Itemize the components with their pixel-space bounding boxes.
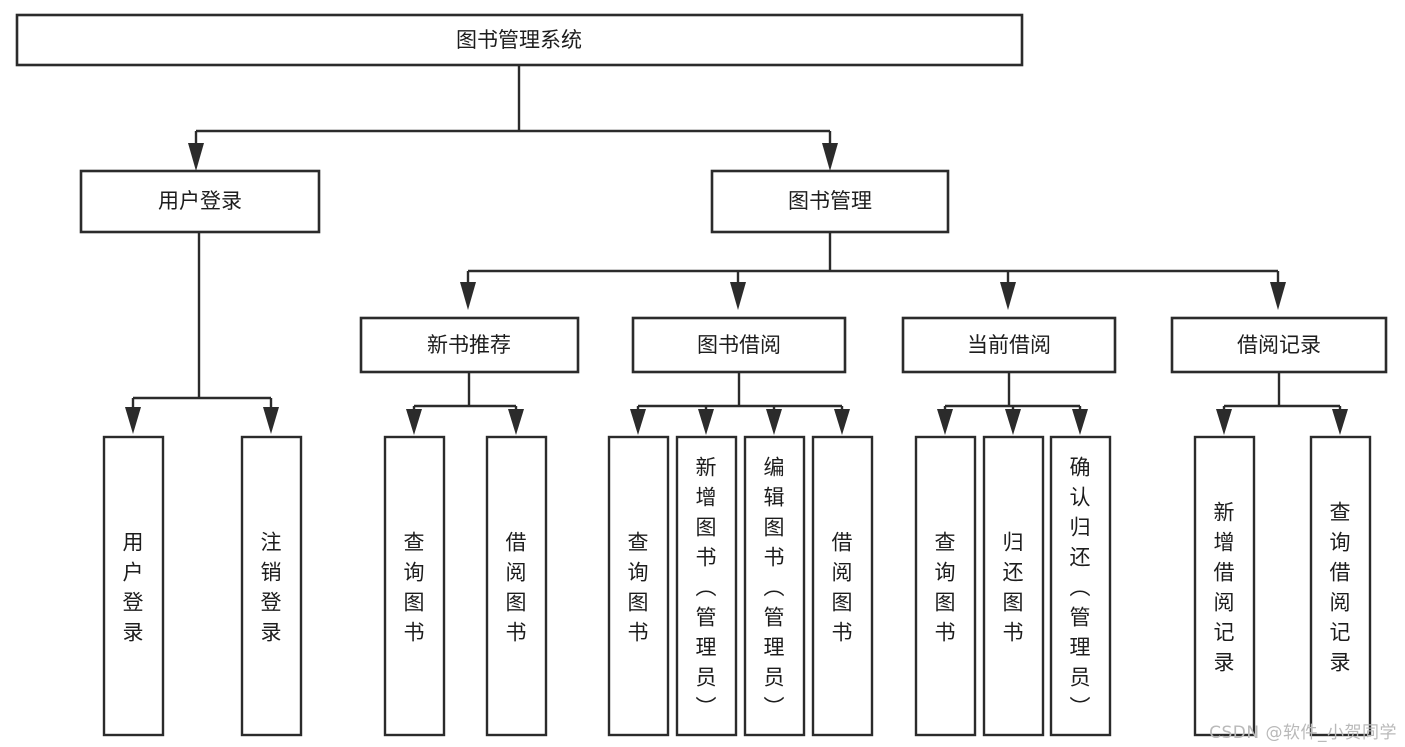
- node-leaf-logout-label: 注销登录: [261, 530, 282, 644]
- arrow-head-leaf-add-book: [698, 409, 714, 435]
- arrow-head-leaf-return-book: [1005, 409, 1021, 435]
- node-root-box[interactable]: [15, 13, 1024, 67]
- node-leaf-borrow-book-2-label: 借阅图书: [832, 530, 853, 644]
- node-leaf-confirm-return[interactable]: 确认归还︵管理员︶: [1049, 435, 1112, 737]
- node-leaf-add-record-box[interactable]: [1193, 435, 1256, 737]
- arrow-head-book-borrow: [730, 282, 746, 310]
- node-leaf-query-book-1-label: 查询图书: [404, 530, 425, 644]
- arrow-head-leaf-user-login: [125, 407, 141, 434]
- node-leaf-add-book[interactable]: 新增图书︵管理员︶: [675, 435, 738, 737]
- node-leaf-query-record-label: 查询借阅记录: [1330, 500, 1351, 674]
- node-leaf-return-book-box[interactable]: [982, 435, 1045, 737]
- node-leaf-borrow-book-1-box[interactable]: [485, 435, 548, 737]
- node-leaf-logout[interactable]: 注销登录: [240, 435, 303, 737]
- node-leaf-user-login[interactable]: 用户登录: [102, 435, 165, 737]
- arrow-head-leaf-query-book-2: [630, 409, 646, 435]
- node-borrow-record-box[interactable]: [1170, 316, 1388, 374]
- node-current-borrow-label: 当前借阅: [967, 333, 1051, 357]
- arrow-head-borrow-record: [1270, 282, 1286, 310]
- node-leaf-query-record-box[interactable]: [1309, 435, 1372, 737]
- arrow-head-leaf-query-record: [1332, 409, 1348, 435]
- arrow-head-leaf-add-record: [1216, 409, 1232, 435]
- node-new-book-recommend[interactable]: 新书推荐: [359, 316, 580, 374]
- node-leaf-borrow-book-1-label: 借阅图书: [506, 530, 527, 644]
- arrow-head-leaf-query-book-1: [406, 409, 422, 435]
- node-book-manage-box[interactable]: [710, 169, 950, 234]
- node-leaf-logout-box[interactable]: [240, 435, 303, 737]
- node-user-login[interactable]: 用户登录: [79, 169, 321, 234]
- node-leaf-edit-book-box[interactable]: [743, 435, 806, 737]
- node-leaf-query-book-3-box[interactable]: [914, 435, 977, 737]
- node-current-borrow-box[interactable]: [901, 316, 1117, 374]
- node-book-manage[interactable]: 图书管理: [710, 169, 950, 234]
- node-leaf-query-record[interactable]: 查询借阅记录: [1309, 435, 1372, 737]
- node-leaf-edit-book[interactable]: 编辑图书︵管理员︶: [743, 435, 806, 737]
- node-leaf-add-book-box[interactable]: [675, 435, 738, 737]
- node-leaf-user-login-box[interactable]: [102, 435, 165, 737]
- node-user-login-box[interactable]: [79, 169, 321, 234]
- node-current-borrow[interactable]: 当前借阅: [901, 316, 1117, 374]
- node-leaf-confirm-return-box[interactable]: [1049, 435, 1112, 737]
- node-root-label: 图书管理系统: [456, 28, 582, 52]
- arrow-head-current-borrow: [1000, 282, 1016, 310]
- node-leaf-query-book-3[interactable]: 查询图书: [914, 435, 977, 737]
- arrow-head-new-book-recommend: [460, 282, 476, 310]
- node-leaf-edit-book-label: 编辑图书︵管理员︶: [764, 455, 785, 719]
- node-leaf-user-login-label: 用户登录: [123, 530, 144, 644]
- connectors-layer: [125, 65, 1348, 435]
- node-leaf-return-book[interactable]: 归还图书: [982, 435, 1045, 737]
- arrow-head-book-manage: [822, 143, 838, 171]
- node-leaf-add-book-label: 新增图书︵管理员︶: [696, 455, 717, 719]
- node-book-borrow[interactable]: 图书借阅: [631, 316, 847, 374]
- arrow-head-leaf-borrow-book-2: [834, 409, 850, 435]
- node-leaf-borrow-book-2[interactable]: 借阅图书: [811, 435, 874, 737]
- arrow-head-leaf-borrow-book-1: [508, 409, 524, 435]
- node-leaf-borrow-book-1[interactable]: 借阅图书: [485, 435, 548, 737]
- node-book-manage-label: 图书管理: [788, 189, 872, 213]
- node-user-login-label: 用户登录: [158, 189, 242, 213]
- node-book-borrow-box[interactable]: [631, 316, 847, 374]
- node-leaf-borrow-book-2-box[interactable]: [811, 435, 874, 737]
- node-leaf-confirm-return-label: 确认归还︵管理员︶: [1070, 455, 1091, 719]
- arrow-head-leaf-query-book-3: [937, 409, 953, 435]
- node-leaf-add-record-label: 新增借阅记录: [1214, 500, 1235, 674]
- arrow-head-leaf-confirm-return: [1072, 409, 1088, 435]
- node-leaf-query-book-2-label: 查询图书: [628, 530, 649, 644]
- node-leaf-return-book-label: 归还图书: [1003, 530, 1024, 644]
- node-borrow-record-label: 借阅记录: [1237, 333, 1321, 357]
- node-leaf-add-record[interactable]: 新增借阅记录: [1193, 435, 1256, 737]
- node-leaf-query-book-2[interactable]: 查询图书: [607, 435, 670, 737]
- arrow-head-user-login: [188, 143, 204, 171]
- arrow-head-leaf-logout: [263, 407, 279, 434]
- node-root[interactable]: 图书管理系统: [15, 13, 1024, 67]
- node-book-borrow-label: 图书借阅: [697, 333, 781, 357]
- node-borrow-record[interactable]: 借阅记录: [1170, 316, 1388, 374]
- node-leaf-query-book-1-box[interactable]: [383, 435, 446, 737]
- node-new-book-recommend-box[interactable]: [359, 316, 580, 374]
- node-leaf-query-book-1[interactable]: 查询图书: [383, 435, 446, 737]
- node-leaf-query-book-2-box[interactable]: [607, 435, 670, 737]
- arrow-head-leaf-edit-book: [766, 409, 782, 435]
- node-leaf-query-book-3-label: 查询图书: [935, 530, 956, 644]
- node-new-book-recommend-label: 新书推荐: [427, 333, 511, 357]
